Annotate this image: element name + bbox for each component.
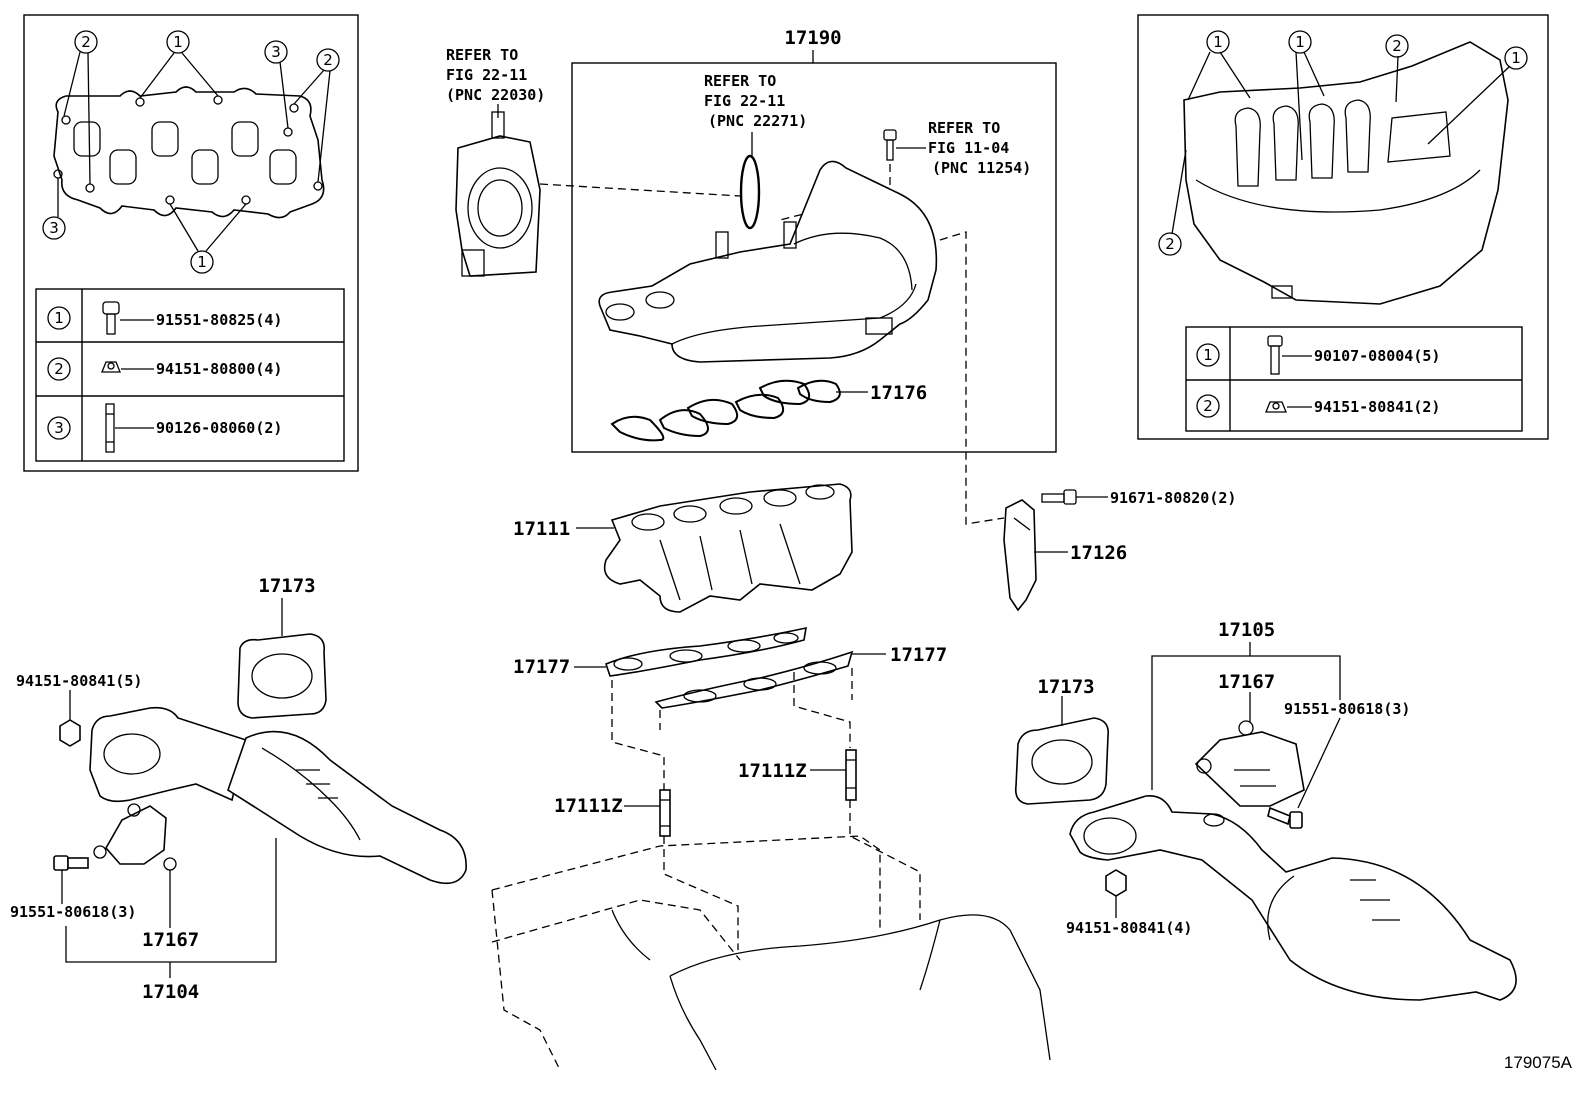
part-number: 91551-80825(4)	[156, 311, 282, 329]
part-label-17177-right: 17177	[890, 644, 947, 666]
left-exhaust-bolt: 91551-80618(3)	[10, 855, 136, 921]
table-ref: 1	[54, 309, 64, 327]
part-number: 90126-08060(2)	[156, 419, 282, 437]
inset-right-table: 1 2 90107-08004(5) 94151-80841(2)	[1185, 326, 1523, 432]
ref-note-line: FIG 11-04	[928, 139, 1009, 157]
figure-code: 179075A	[1504, 1053, 1573, 1072]
table-ref: 3	[54, 419, 64, 437]
callout: 1	[173, 33, 183, 51]
part-label-17173-left: 17173	[258, 575, 315, 597]
part-number: 94151-80800(4)	[156, 360, 282, 378]
ref-note-line: FIG 22-11	[446, 66, 527, 84]
callout: 2	[81, 33, 91, 51]
callout: 2	[1392, 37, 1402, 55]
callout: 2	[323, 51, 333, 69]
throttle-body	[455, 111, 541, 277]
part-label-91671-80820: 91671-80820(2)	[1110, 489, 1236, 507]
engine-block	[491, 800, 1051, 1071]
bolt-icon	[1041, 489, 1077, 505]
callout: 3	[271, 43, 281, 61]
part-label-17111: 17111	[513, 518, 570, 540]
bolt-icon	[883, 129, 897, 161]
inset-right: 1 1 2 1 2 1 2 90107-08004(5) 94151-80841…	[1137, 14, 1549, 440]
inset-right-manifold	[1183, 41, 1509, 305]
ref-note-line: REFER TO	[928, 119, 1000, 137]
inset-left-table: 1 2 3 91551-80825(4) 94151-80800(4) 9012…	[35, 288, 345, 462]
part-label-17104: 17104	[142, 981, 199, 1003]
ref-note-line: REFER TO	[704, 72, 776, 90]
part-label-17111z-right: 17111Z	[738, 760, 807, 782]
lower-intake-manifold: 17111	[513, 483, 853, 613]
ref-note-line: (PNC 22271)	[708, 112, 807, 130]
ref-note-line: (PNC 22030)	[446, 86, 545, 104]
callout: 1	[1295, 33, 1305, 51]
table-ref: 2	[1203, 397, 1213, 415]
inset-left: 2 1 3 2 3 1 1 2 3	[23, 14, 359, 472]
part-label-91551-80618-right: 91551-80618(3)	[1284, 700, 1410, 718]
intake-manifold-box: 17190 REFER TO FIG 22-11 (PNC 22271) REF…	[539, 27, 1057, 453]
part-label-17105: 17105	[1218, 619, 1275, 641]
manifold-stay: 91671-80820(2) 17126	[1003, 489, 1236, 612]
lower-gaskets: 17177 17177	[513, 626, 947, 790]
callout: 3	[49, 219, 59, 237]
part-label-17176: 17176	[870, 382, 927, 404]
right-exhaust-bracket	[1194, 720, 1305, 807]
part-label-17126: 17126	[1070, 542, 1127, 564]
left-exhaust-nut: 94151-80841(5)	[16, 672, 142, 747]
intake-manifold	[598, 160, 938, 363]
table-ref: 1	[1203, 346, 1213, 364]
callout: 1	[1511, 49, 1521, 67]
nut-icon	[1265, 401, 1287, 413]
right-exhaust-manifold	[1069, 795, 1517, 1001]
stud-right: 17111Z	[738, 749, 857, 801]
ref-note-line: FIG 22-11	[704, 92, 785, 110]
ref-note-line: REFER TO	[446, 46, 518, 64]
stud-left: 17111Z	[554, 789, 671, 837]
part-number: 94151-80841(2)	[1314, 398, 1440, 416]
o-ring	[739, 154, 761, 230]
part-label-17111z-left: 17111Z	[554, 795, 623, 817]
callout: 1	[1213, 33, 1223, 51]
bolt-icon	[1267, 335, 1283, 375]
inset-left-callouts: 2 1 3 2 3 1	[42, 30, 340, 274]
part-label-17177-left: 17177	[513, 656, 570, 678]
part-label-94151-80841-right: 94151-80841(4)	[1066, 919, 1192, 937]
table-ref: 2	[54, 360, 64, 378]
callout: 1	[197, 253, 207, 271]
part-label-94151-80841-left: 94151-80841(5)	[16, 672, 142, 690]
stud-icon	[105, 403, 115, 453]
right-exhaust-bolt	[1267, 806, 1303, 829]
inset-left-gasket	[53, 86, 325, 219]
part-label-91551-80618-left: 91551-80618(3)	[10, 903, 136, 921]
manifold-gasket	[610, 379, 841, 442]
part-label-17190: 17190	[784, 27, 841, 49]
left-exhaust-manifold	[89, 706, 467, 885]
right-exhaust-gasket: 17173	[1014, 676, 1110, 805]
part-label-17167-left: 17167	[142, 929, 199, 951]
left-exhaust-bracket	[93, 803, 177, 871]
part-label-17167-right: 17167	[1218, 671, 1275, 693]
nut-icon	[101, 361, 121, 373]
part-label-17173-right: 17173	[1037, 676, 1094, 698]
right-exhaust-nut: 94151-80841(4)	[1066, 869, 1192, 937]
callout: 2	[1165, 235, 1175, 253]
part-number: 90107-08004(5)	[1314, 347, 1440, 365]
ref-note-line: (PNC 11254)	[932, 159, 1031, 177]
left-exhaust-gasket: 17173	[237, 575, 327, 719]
bolt-icon	[102, 301, 120, 335]
